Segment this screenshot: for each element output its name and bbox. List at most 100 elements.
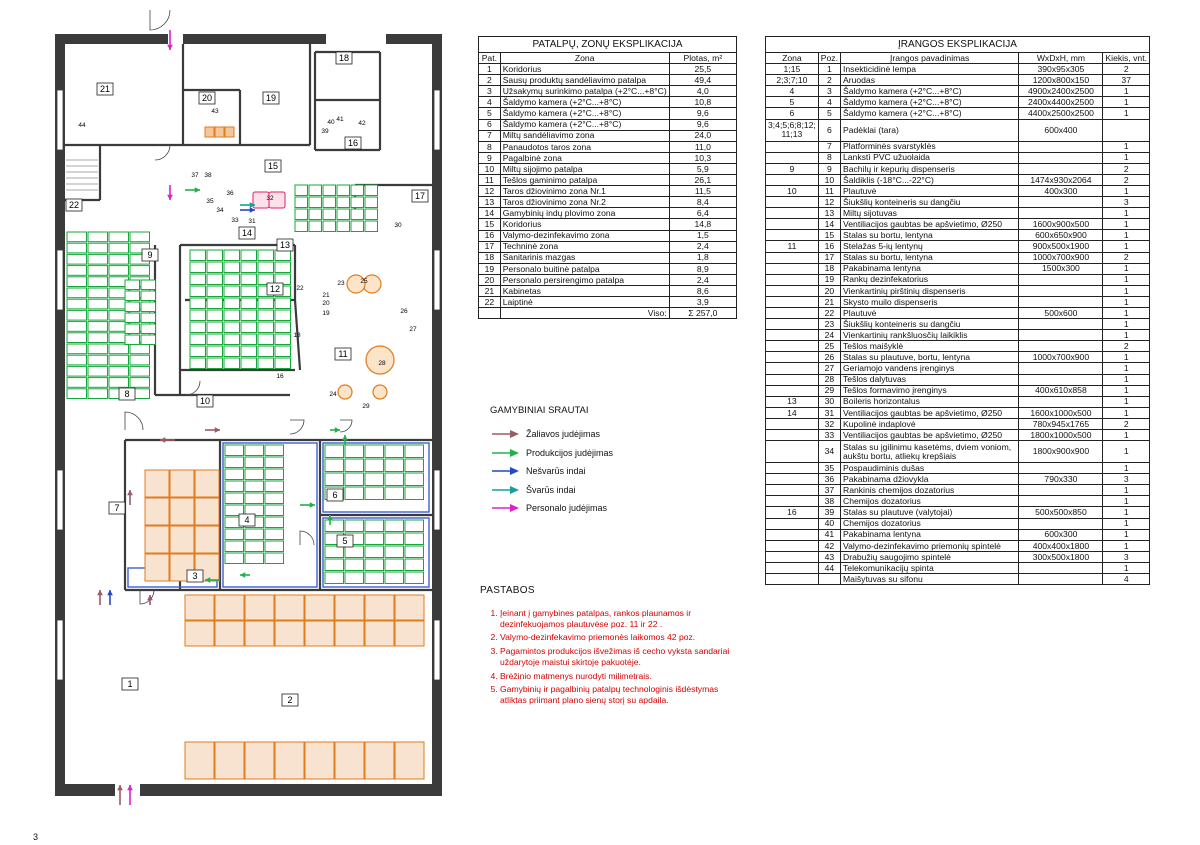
pallet-cell (87, 231, 108, 243)
table-cell: 1 (1102, 484, 1150, 497)
table-cell: 38 (817, 495, 842, 508)
room-number-box (344, 136, 362, 150)
table-cell: 8 (478, 140, 501, 153)
room-number-box (281, 693, 299, 707)
table-cell: Šaldymo kamera (+2°C...+8°C) (839, 107, 1020, 120)
room-number-box (238, 226, 256, 240)
pallet-cell (189, 249, 206, 261)
table-cell: 10 (478, 162, 501, 176)
table-cell: 1;15 (765, 63, 819, 76)
equipment-position-label: 26 (400, 308, 408, 315)
room-number: 8 (124, 389, 129, 399)
pallet-cell (206, 357, 223, 369)
table-cell: 3,9 (668, 296, 738, 309)
table-cell (1018, 395, 1104, 408)
table-cell: 20 (817, 284, 842, 297)
table-cell: 2,4 (668, 240, 738, 253)
rooms-header-cell: Plotas, m² (668, 51, 738, 65)
pallet-cell (324, 558, 344, 571)
table-cell: Taros džiovinimo zona Nr.1 (499, 185, 670, 198)
table-cell: 25 (817, 340, 842, 353)
table-cell (1018, 484, 1104, 497)
pallet-cell (257, 357, 274, 369)
pallet-cell (294, 208, 308, 220)
pallet-cell (66, 377, 87, 388)
table-cell (765, 384, 819, 397)
arrow-icon (492, 430, 519, 439)
storage-bin (334, 594, 365, 621)
pallet-cell (223, 333, 240, 345)
pallet-cell (189, 309, 206, 321)
door (139, 589, 155, 605)
window (433, 469, 441, 531)
table-cell: 1 (1102, 506, 1150, 519)
pallet-cell (240, 321, 257, 333)
equipment-position-label: 37 (191, 172, 199, 179)
storage-bin (169, 469, 195, 498)
equipment-position-label: 41 (336, 116, 344, 123)
pallet-cell (324, 571, 344, 584)
table-cell: 1 (1102, 140, 1150, 153)
table-cell: 1 (1102, 517, 1150, 530)
table-cell: Tešlos formavimo įrenginys (839, 384, 1020, 397)
table-cell: 1 (1102, 329, 1150, 342)
table-cell: Laiptinė (499, 296, 670, 309)
table-cell: 21 (817, 295, 842, 308)
pallet-cell (87, 377, 108, 388)
table-cell: Koridorius (499, 218, 670, 231)
table-cell: 1 (1102, 151, 1150, 164)
table-cell: 1 (1102, 184, 1150, 198)
pallet-cell (66, 287, 87, 299)
room-number-box (266, 282, 284, 296)
table-cell: 2,4 (668, 273, 738, 286)
table-cell: 10,8 (668, 96, 738, 109)
table-cell: Koridorius (499, 63, 670, 76)
window (433, 619, 441, 681)
arrow-head (249, 207, 255, 213)
pallet-cell (336, 196, 350, 208)
pallet-cell (274, 309, 291, 321)
room-number-box (141, 248, 159, 262)
pallet-cell (344, 444, 364, 458)
table-cell: Stalas su plautuve, bortu, lentyna (839, 351, 1020, 364)
pallet-cell (324, 458, 344, 472)
room-number: 11 (338, 349, 347, 359)
cold-room-outline (322, 517, 430, 588)
table-cell (765, 473, 819, 486)
table-cell: Stalas su bortu, lentyna (839, 251, 1020, 264)
arrow-head (147, 595, 153, 601)
pallet-cell (108, 242, 129, 254)
door (124, 411, 144, 431)
legend-label: Produkcijos judėjimas (526, 447, 614, 458)
pallet-cell (244, 468, 264, 480)
pallet-cell (206, 273, 223, 285)
equipment-circle (337, 384, 353, 400)
table-cell: 1200x800x150 (1018, 74, 1104, 87)
pallet-cell (87, 365, 108, 377)
table-cell: Maišytuvas su sifonu (839, 573, 1020, 586)
pallet-cell (364, 558, 384, 571)
table-cell: Insekticidinė lempa (839, 63, 1020, 76)
table-cell (1018, 462, 1104, 475)
table-cell: 2 (1102, 63, 1150, 76)
table-cell: 1 (1102, 528, 1150, 541)
pallet-cell (404, 558, 424, 571)
door (289, 419, 305, 435)
pallet-cell (240, 333, 257, 345)
table-cell: Techninė zona (499, 240, 670, 253)
storage-bin (364, 741, 395, 780)
room-number: 6 (332, 490, 337, 500)
pallet-cell (257, 321, 274, 333)
table-cell: 8,6 (668, 284, 738, 298)
